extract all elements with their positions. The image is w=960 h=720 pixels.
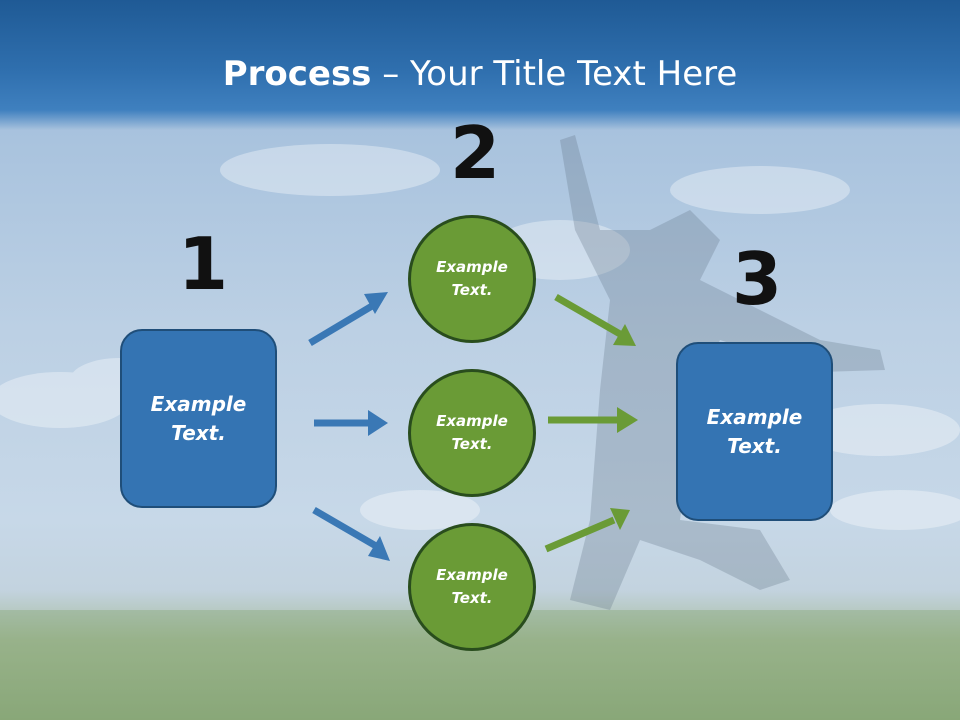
arrow-bottom-to-right xyxy=(544,516,616,553)
arrow-top-to-right xyxy=(554,293,622,338)
arrow-left-to-top xyxy=(308,302,374,347)
circle-bottom: Example Text. xyxy=(408,523,536,651)
circle-middle: Example Text. xyxy=(408,369,536,497)
arrowhead-middle-to-right xyxy=(617,407,638,433)
left-box: Example Text. xyxy=(120,329,277,508)
arrowhead-left-to-top xyxy=(364,292,388,314)
arrowhead-bottom-to-right xyxy=(610,508,630,530)
step-number-2: 2 xyxy=(450,111,501,195)
step-number-3: 3 xyxy=(732,237,783,321)
slide-title: Process – Your Title Text Here xyxy=(0,52,960,96)
title-rest: – Your Title Text Here xyxy=(371,54,738,94)
title-bar xyxy=(0,0,960,130)
arrowhead-left-to-bottom xyxy=(368,536,390,561)
circle-top: Example Text. xyxy=(408,215,536,343)
step-number-1: 1 xyxy=(178,222,229,306)
title-bold: Process xyxy=(222,54,372,94)
arrow-left-to-bottom xyxy=(312,506,378,550)
arrowhead-top-to-right xyxy=(613,324,636,346)
arrowhead-left-to-middle xyxy=(368,410,388,436)
right-box: Example Text. xyxy=(676,342,833,521)
